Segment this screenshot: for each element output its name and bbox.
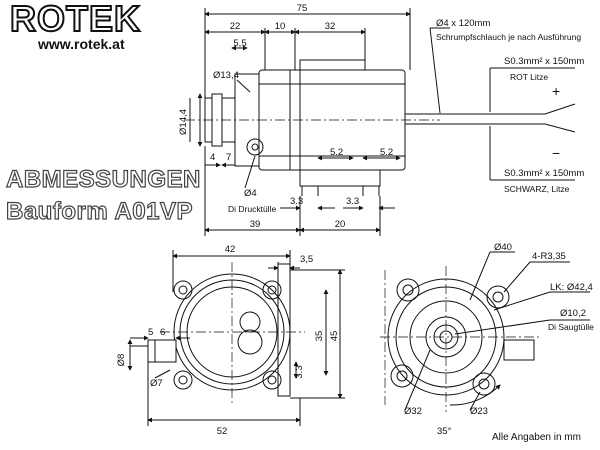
- dim-39: 39: [250, 219, 261, 230]
- label-shrink-tube: Ø4 x 120mm: [436, 18, 490, 29]
- dim-bolt-circle: LK: Ø42,4: [550, 282, 593, 293]
- label-suction-nozzle: Di Saugtülle: [548, 322, 594, 332]
- label-red-wire: S0.3mm² x 150mm: [504, 56, 584, 67]
- rear-view: [380, 251, 590, 412]
- dim-radius-3-35: 4-R3,35: [532, 251, 566, 262]
- dim-diameter-7: Ø7: [150, 378, 163, 389]
- title-model: Bauform A01VP: [5, 197, 193, 225]
- dim-diameter-14-4: Ø14,4: [178, 109, 189, 135]
- dim-3-3-b: 3.3: [346, 196, 359, 207]
- logo-text: ROTEK: [9, 0, 141, 40]
- title-dimensions: ABMESSUNGEN: [5, 165, 201, 193]
- side-view: [185, 8, 576, 236]
- dim-5: 5: [148, 327, 153, 338]
- label-black-wire-note: SCHWARZ, Litze: [504, 184, 570, 194]
- dim-5-5: 5,5: [233, 38, 246, 49]
- dim-42: 42: [225, 244, 236, 255]
- label-red-wire-note: ROT Litze: [510, 72, 548, 82]
- dim-overall-length: 75: [297, 3, 308, 14]
- dim-52: 52: [217, 426, 228, 437]
- label-shrink-tube-note: Schrumpfschlauch je nach Ausführung: [436, 32, 581, 42]
- front-view: [127, 250, 345, 426]
- dim-3-3: 3.3: [294, 365, 305, 378]
- rear-view-labels: Ø40 4-R3,35 LK: Ø42,4 Ø10,2 Di Saugtülle…: [404, 242, 594, 437]
- website-url[interactable]: www.rotek.at: [38, 36, 125, 52]
- plus-sign: +: [552, 83, 560, 99]
- wire-black: [405, 123, 576, 133]
- label-pressure-nozzle: Di Drucktülle: [228, 204, 276, 214]
- minus-sign: −: [552, 145, 560, 161]
- rear-inlet: [503, 339, 535, 361]
- dim-diameter-40: Ø40: [494, 242, 512, 253]
- dim-22: 22: [230, 21, 241, 32]
- mounting-foot: [299, 169, 381, 187]
- dim-diameter-8: Ø8: [116, 354, 127, 367]
- dim-7: 7: [226, 152, 231, 163]
- dim-3-5: 3,5: [300, 254, 313, 265]
- dim-5-2-b: 5.2: [380, 147, 393, 158]
- dim-diameter-32: Ø32: [404, 406, 422, 417]
- rotek-logo: ROTEK: [4, 0, 174, 40]
- dim-6: 6: [160, 327, 165, 338]
- front-outlet: [147, 339, 177, 363]
- dim-4: 4: [210, 152, 215, 163]
- dim-diameter-23: Ø23: [470, 406, 488, 417]
- footnote-units: Alle Angaben in mm: [492, 432, 581, 443]
- front-view-labels: 42 3,5 5 6 Ø8 Ø7 35 45 3.3 52: [116, 244, 340, 437]
- dim-diameter-10-2: Ø10,2: [560, 308, 586, 319]
- label-black-wire: S0.3mm² x 150mm: [504, 168, 584, 179]
- dim-5-2-a: 5.2: [330, 147, 343, 158]
- dim-3-3-a: 3.3: [290, 196, 303, 207]
- side-view-labels: 75 22 10 32 5,5 Ø13,4 Ø14,4 4 7 Ø4 Di Dr…: [178, 3, 584, 230]
- dim-45: 45: [329, 331, 340, 342]
- dim-20: 20: [335, 219, 346, 230]
- dim-diameter-13-4: Ø13,4: [213, 70, 239, 81]
- dim-diameter-4: Ø4: [244, 188, 257, 199]
- dim-32: 32: [325, 21, 336, 32]
- dim-35: 35: [314, 331, 325, 342]
- dim-angle-35: 35°: [437, 426, 452, 437]
- dim-10: 10: [275, 21, 286, 32]
